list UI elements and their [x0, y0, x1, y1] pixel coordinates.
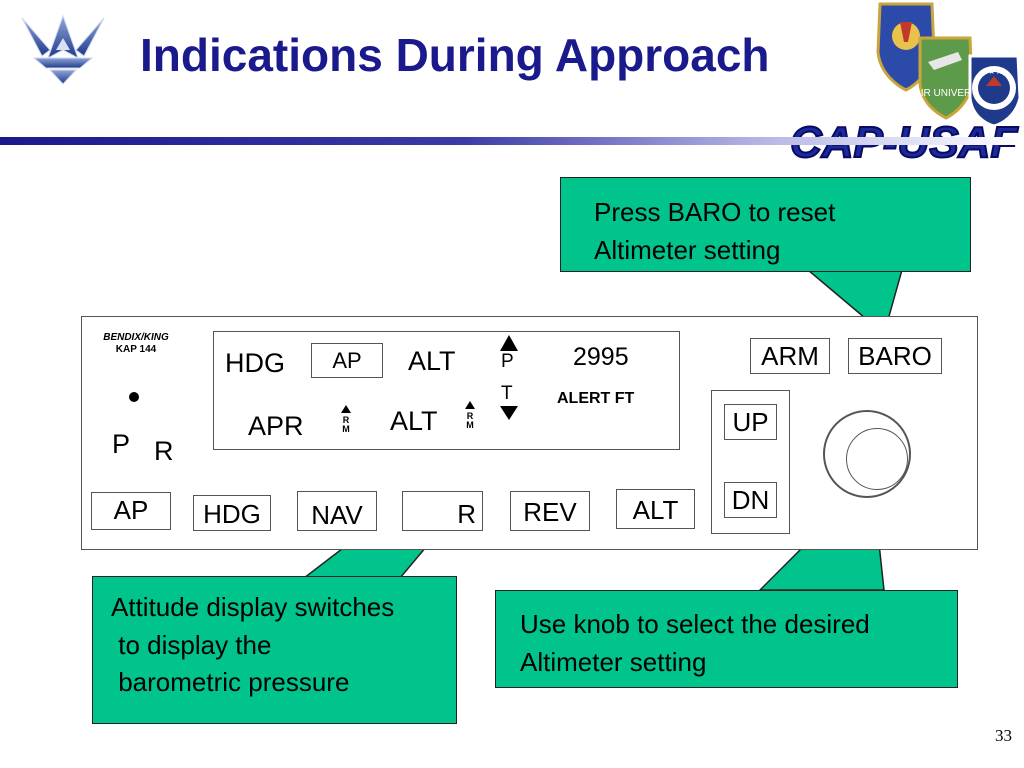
ap-button[interactable]: AP	[91, 492, 171, 530]
air-university-text: AIR UNIVERS	[914, 88, 978, 99]
panel-maker: BENDIX/KING KAP 144	[96, 332, 176, 356]
up-down-housing	[711, 390, 790, 534]
up-button[interactable]: UP	[724, 404, 777, 440]
display-apr: APR	[248, 411, 304, 441]
nav-button[interactable]: NAV	[297, 491, 377, 531]
arm-button[interactable]: ARM	[750, 338, 830, 374]
model-name: KAP 144	[115, 344, 157, 355]
autopilot-display	[213, 331, 680, 450]
display-alert-ft: ALERT FT	[557, 390, 635, 407]
attitude-callout: Attitude display switches to display the…	[92, 576, 457, 724]
display-pt-t: T	[501, 383, 513, 404]
slide-title: Indications During Approach	[140, 29, 770, 81]
display-altitude: 2995	[573, 343, 629, 371]
title-divider	[0, 137, 1024, 145]
display-ap-box: AP	[311, 343, 383, 378]
pitch-up-triangle-icon	[500, 335, 518, 351]
svg-text:★★★: ★★★	[981, 67, 1003, 76]
air-force-symbol-icon	[21, 14, 105, 85]
page-number: 33	[995, 726, 1012, 745]
maker-name: BENDIX/KING	[103, 332, 169, 343]
apr-arm-arrow-icon	[341, 405, 351, 413]
hdg-button[interactable]: HDG	[193, 495, 271, 531]
baro-callout: Press BARO to reset Altimeter setting	[560, 177, 971, 272]
rev-button[interactable]: REV	[510, 491, 590, 531]
indicator-dot	[129, 392, 139, 402]
baro-knob-center	[846, 428, 908, 490]
display-alt-bottom: ALT	[390, 406, 438, 436]
roll-label: R	[154, 436, 174, 466]
pitch-down-triangle-icon	[500, 406, 518, 420]
apr-button[interactable]: R	[402, 491, 483, 531]
display-alt-top: ALT	[408, 346, 456, 376]
alt-arm-rm: R M	[466, 411, 474, 430]
baro-knob[interactable]	[823, 410, 911, 498]
baro-button[interactable]: BARO	[848, 338, 942, 374]
knob-callout: Use knob to select the desired Altimeter…	[495, 590, 958, 688]
apr-arm-rm: R M	[342, 415, 350, 434]
alt-button[interactable]: ALT	[616, 489, 695, 529]
dn-button[interactable]: DN	[724, 482, 777, 518]
display-pt-p: P	[501, 351, 514, 372]
display-hdg: HDG	[225, 348, 285, 378]
command-shields-logo: AIR UNIVERS ★★★	[876, 2, 1022, 128]
alt-arm-arrow-icon	[465, 401, 475, 409]
pitch-label: P	[112, 429, 131, 459]
